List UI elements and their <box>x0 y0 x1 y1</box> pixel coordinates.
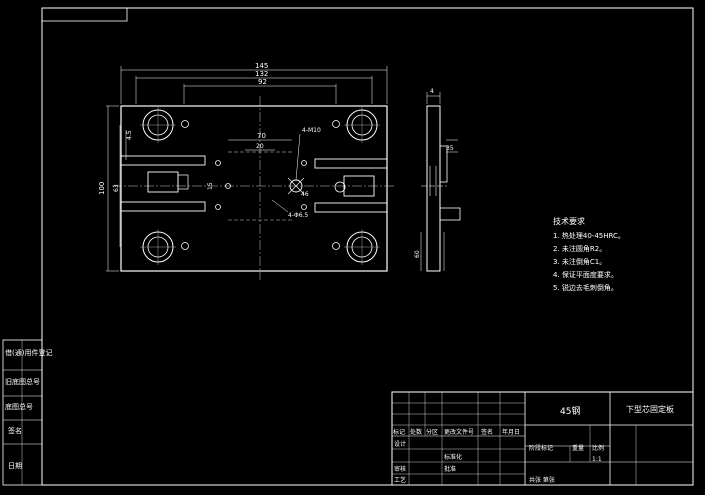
tb-col-label: 标记 <box>393 428 405 436</box>
tb-row-label: 设计 <box>394 440 406 448</box>
plate-outline <box>120 105 388 272</box>
strip-label: 底图总号 <box>5 402 33 411</box>
tb-col-label: 年月日 <box>502 428 520 436</box>
right-slots <box>314 158 388 213</box>
tech-item: 2. 未注圆角R2。 <box>553 244 606 253</box>
strip-label: 借(通)用件登记 <box>5 348 52 357</box>
tech-item: 5. 锐边去毛刺倒角。 <box>553 283 618 292</box>
tb-col-label: 更改文件号 <box>444 428 474 436</box>
dim-hole-callout: 4-Φ6.5 <box>288 212 308 219</box>
side-dim-top: 4 <box>430 88 434 95</box>
tb-weight-label: 重量 <box>572 444 584 452</box>
dim-small: 4.5 <box>126 130 133 140</box>
tech-title: 技术要求 <box>553 216 585 226</box>
dim-height-2: 63 <box>113 184 120 192</box>
tb-scale: 1:1 <box>592 456 602 463</box>
dimensions-top: 145 132 92 <box>120 62 388 104</box>
dim-thread: 4-M10 <box>302 127 321 134</box>
title-block: 标记 处数 分区 更改文件号 签名 年月日 设计 标准化 审核 工艺 批准 45… <box>391 391 694 486</box>
corner-boss-bl <box>140 229 189 265</box>
tb-col-label: 分区 <box>426 428 438 436</box>
strip-label: 旧底图总号 <box>5 377 40 386</box>
side-dim-bottom: 60 <box>414 250 421 258</box>
left-register-strip: 借(通)用件登记 旧底图总号 底图总号 签名 日期 <box>2 339 52 486</box>
tech-item: 1. 热处理40-45HRC。 <box>553 231 625 240</box>
dim-top-offset: 15 <box>207 182 214 190</box>
dim-width-2: 132 <box>255 70 268 78</box>
corner-boss-tr <box>332 107 380 143</box>
tech-item: 3. 未注倒角C1。 <box>553 257 606 266</box>
tb-row-label: 标准化 <box>444 453 462 461</box>
dim-hole-spacing: 70 <box>257 132 266 140</box>
tb-stage-label: 阶段标记 <box>529 444 553 452</box>
tech-item: 4. 保证平面度要求。 <box>553 270 618 279</box>
tb-row-label: 批准 <box>444 465 456 473</box>
tb-row-label: 审核 <box>394 465 406 473</box>
tb-col-label: 签名 <box>481 428 493 436</box>
tb-part-name: 下型芯固定板 <box>626 404 674 414</box>
side-view: 4 35 60 <box>414 88 461 272</box>
tb-ratio-label: 比例 <box>592 444 604 452</box>
strip-label: 签名 <box>8 426 22 435</box>
tb-row-label: 工艺 <box>394 476 406 484</box>
dim-width-3: 92 <box>258 78 267 86</box>
technical-requirements: 技术要求 1. 热处理40-45HRC。 2. 未注圆角R2。 3. 未注倒角C… <box>553 216 625 292</box>
strip-label: 日期 <box>8 462 22 470</box>
dimensions-left: 100 63 4.5 <box>98 105 133 272</box>
dim-overall-width: 145 <box>255 62 268 70</box>
corner-boss-br <box>332 229 380 265</box>
tb-sheet-label: 共张 第张 <box>529 476 555 484</box>
dim-right-offset: 46 <box>301 191 309 198</box>
tb-col-label: 处数 <box>410 428 422 436</box>
corner-boss-tl <box>140 107 189 143</box>
dim-overall-height: 100 <box>98 182 106 195</box>
drawing-frame <box>41 7 694 486</box>
tb-material: 45钢 <box>560 405 580 417</box>
side-dim-mid: 35 <box>446 145 454 152</box>
front-view: 145 132 92 100 63 4.5 70 20 4-M10 4-Φ6.5… <box>98 62 396 280</box>
dimensions-interior: 70 20 4-M10 4-Φ6.5 15 46 <box>207 127 321 219</box>
left-slots <box>120 155 206 212</box>
dim-slot-width: 20 <box>256 143 264 150</box>
